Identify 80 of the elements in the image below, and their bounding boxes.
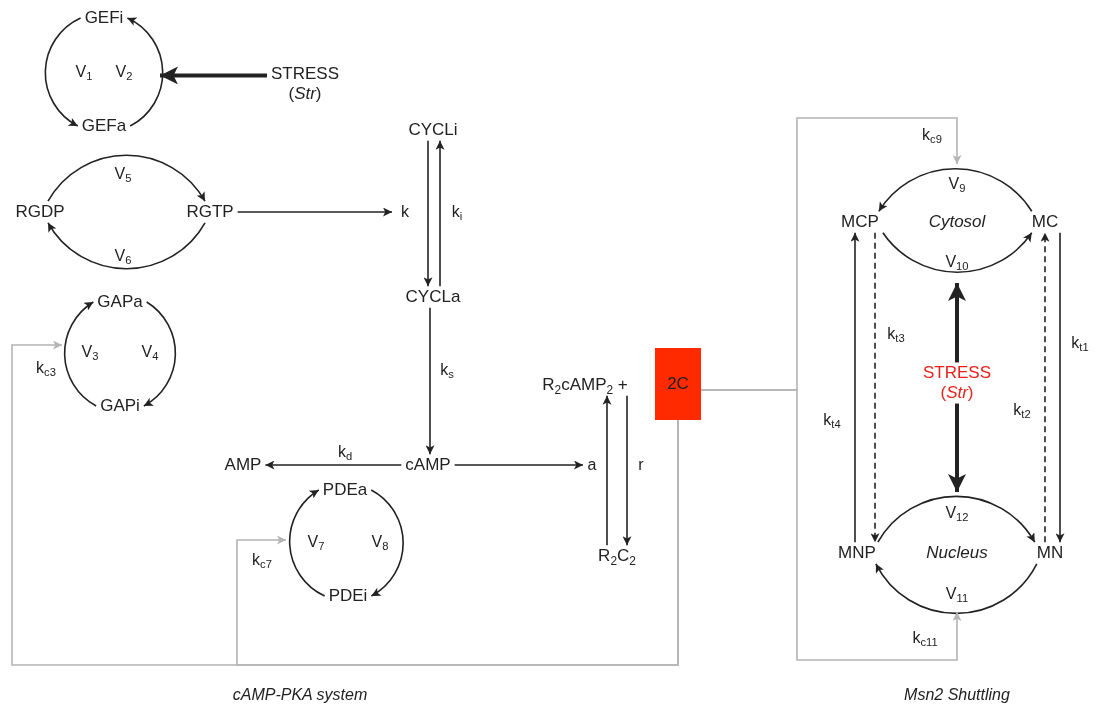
stimulus-label: (Str)	[940, 383, 974, 403]
arrow	[236, 207, 393, 217]
species-label: MC	[1027, 211, 1063, 233]
rate-label: k$_{t2}$	[1012, 402, 1032, 418]
arrow	[423, 139, 433, 288]
rate-label: k$_{t1}$	[1070, 335, 1090, 351]
rate-label: k	[400, 204, 410, 220]
species-label: GAPi	[96, 395, 144, 417]
rate-label: k$_{c3}$	[35, 360, 57, 376]
arrow	[850, 231, 860, 544]
species-label: PDEa	[318, 479, 372, 501]
rate-label: k$_{c9}$	[921, 127, 943, 143]
arrow	[882, 231, 1033, 273]
arrow	[288, 489, 326, 597]
rate-label: k$_{t4}$	[822, 412, 842, 428]
arrow	[875, 562, 1038, 615]
species-label: PDEi	[324, 585, 372, 607]
rate-label: V$_{6}$	[113, 248, 133, 264]
arrow	[425, 306, 435, 456]
dashed-arrow	[1040, 231, 1050, 544]
feedback-arrow	[700, 389, 962, 661]
stimulus-label: STRESS	[923, 363, 991, 383]
compartment-label: Cytosol	[928, 212, 986, 232]
rate-label: V$_{7}$	[306, 534, 326, 550]
species-label: RGTP	[182, 201, 238, 223]
rate-label: k$_{c7}$	[251, 552, 273, 568]
stimulus-label: (Str)	[288, 84, 322, 104]
rate-label: V$_{8}$	[370, 534, 390, 550]
arrow	[453, 460, 584, 470]
species-label: R$_{2}$C$_{2}$	[594, 545, 640, 567]
arrow	[622, 394, 632, 547]
rate-label: V$_{10}$	[944, 254, 970, 270]
rate-label: k$_{c11}$	[911, 630, 939, 646]
rate-label: V$_{2}$	[114, 64, 134, 80]
arrow	[1055, 231, 1065, 544]
arrow	[877, 495, 1036, 544]
dashed-arrow	[870, 231, 880, 544]
thick-arrow	[160, 66, 267, 85]
feedback-arrow	[236, 419, 679, 666]
arrow	[47, 154, 206, 203]
rate-label: V$_{9}$	[947, 176, 967, 192]
thick-arrow	[948, 283, 966, 363]
arrow	[370, 489, 404, 597]
species-label: CYCLi	[404, 119, 462, 141]
arrow	[126, 17, 164, 127]
stimulus-label: STRESS	[271, 64, 339, 84]
arrow	[143, 301, 177, 407]
species-label: CYCLa	[401, 286, 465, 308]
arrow	[47, 221, 206, 270]
section-caption: Msn2 Shuttling	[904, 686, 1010, 704]
species-label: MNP	[834, 542, 880, 564]
rate-label: V$_{1}$	[74, 64, 94, 80]
arrow	[264, 460, 403, 470]
species-label: RGDP	[11, 201, 69, 223]
arrow	[878, 167, 1033, 213]
rate-label: k$_{d}$	[336, 444, 354, 460]
arrow	[63, 301, 97, 407]
rate-label: V$_{12}$	[944, 505, 970, 521]
species-label: MCP	[837, 211, 883, 233]
species-label: R$_{2}$cAMP$_{2}$ +	[538, 374, 632, 396]
species-label: cAMP	[401, 454, 455, 476]
compartment-label: Nucleus	[926, 543, 988, 563]
rate-label: k$_{i}$	[450, 204, 464, 220]
rate-label: V$_{5}$	[113, 166, 133, 182]
section-caption: cAMP-PKA system	[232, 686, 368, 704]
thick-arrow	[948, 403, 966, 492]
species-label: MN	[1032, 542, 1068, 564]
species-label: AMP	[220, 454, 266, 476]
rate-label: k$_{s}$	[439, 362, 455, 378]
arrow	[602, 394, 612, 547]
species-label: GAPa	[93, 291, 147, 313]
species-label: GEFi	[80, 7, 128, 29]
species-label: GEFa	[77, 115, 131, 137]
arrow	[44, 17, 82, 127]
rate-label: V$_{11}$	[944, 586, 970, 602]
rate-label: V$_{3}$	[80, 344, 100, 360]
rate-label: k$_{t3}$	[886, 326, 906, 342]
highlight-box: 2C	[655, 348, 701, 420]
rate-label: V$_{4}$	[140, 344, 160, 360]
arrow	[435, 139, 445, 288]
